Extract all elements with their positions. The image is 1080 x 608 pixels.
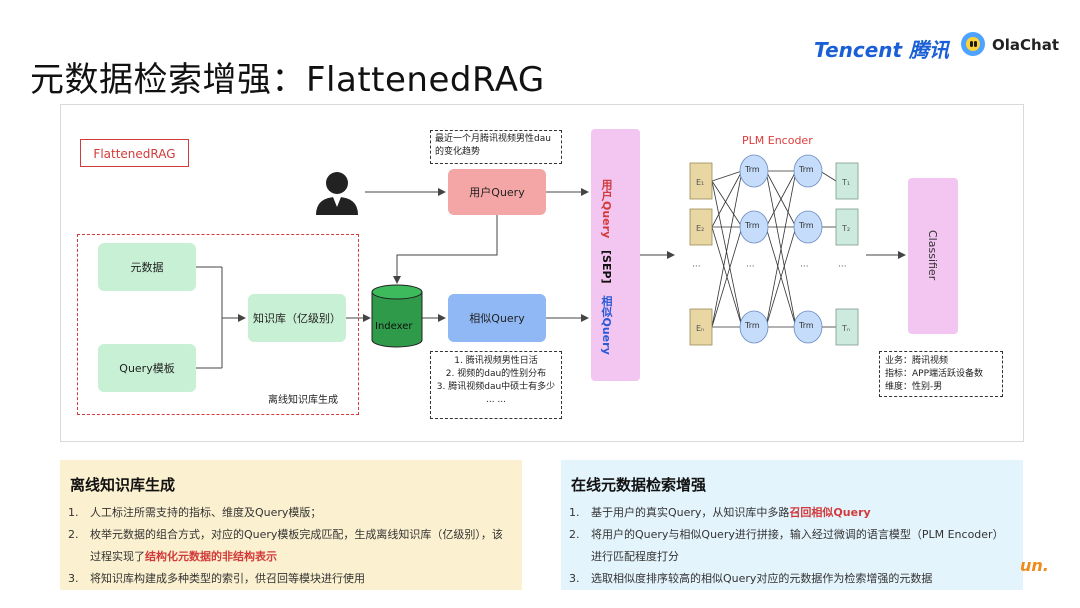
- concat-user-query: 用户Query: [600, 179, 613, 239]
- svg-text:T₁: T₁: [841, 178, 850, 187]
- watermark-corner: un.: [1020, 556, 1049, 575]
- trm-label: Trm: [799, 165, 814, 174]
- result-line: 维度：性别-男: [885, 382, 943, 392]
- offline-kb-panel: 离线知识库生成 1. 人工标注所需支持的指标、维度及Query模版； 2. 枚举…: [60, 460, 522, 590]
- olachat-logo-text: OlaChat: [992, 36, 1059, 54]
- result-line: 指标：APP端活跃设备数: [885, 369, 984, 379]
- ellipsis-marker: ···: [746, 262, 755, 272]
- plm-encoder-title: PLM Encoder: [742, 134, 813, 147]
- similar-query-list-note: 1. 腾讯视频男性日活 2. 视频的dau的性别分布 3. 腾讯视频dau中硕士…: [430, 351, 562, 419]
- classifier-node: Classifier: [908, 178, 958, 334]
- online-retrieval-panel: 在线元数据检索增强 1. 基于用户的真实Query，从知识库中多路召回相似Que…: [561, 460, 1023, 590]
- similar-query-item: 2. 视频的dau的性别分布: [445, 369, 547, 379]
- query-template-node: Query模板: [98, 344, 196, 392]
- tencent-logo: Tencent 腾讯: [814, 38, 950, 62]
- olachat-logo-icon: [961, 32, 985, 56]
- knowledge-base-node: 知识库（亿级别）: [248, 294, 346, 342]
- ellipsis-marker: ···: [838, 262, 847, 272]
- user-query-node: 用户Query: [448, 169, 546, 215]
- example-query-note: 最近一个月腾讯视频男性dau的变化趋势: [430, 130, 562, 164]
- trm-label: Trm: [799, 221, 814, 230]
- svg-text:Tₙ: Tₙ: [841, 324, 850, 333]
- svg-text:E₁: E₁: [696, 178, 704, 187]
- result-line: 业务：腾讯视频: [885, 356, 949, 366]
- offline-kb-heading: 离线知识库生成: [70, 476, 176, 494]
- list-item: 1. 人工标注所需支持的指标、维度及Query模版；: [68, 506, 322, 519]
- flattenedrag-tag: FlattenedRAG: [80, 139, 189, 167]
- concat-similar-query: 相似Query: [600, 295, 613, 355]
- list-item: 3. 将知识库构建成多种类型的索引，供召回等模块进行使用: [68, 572, 365, 585]
- online-retrieval-heading: 在线元数据检索增强: [571, 476, 707, 494]
- similar-query-item: ... ...: [485, 395, 507, 405]
- trm-label: Trm: [745, 221, 760, 230]
- similar-query-item: 3. 腾讯视频dau中硕士有多少: [436, 382, 556, 392]
- highlight-text: 结构化元数据的非结构表示: [145, 550, 277, 563]
- metadata-node: 元数据: [98, 243, 196, 291]
- svg-text:Eₙ: Eₙ: [696, 324, 704, 333]
- indexer-label: Indexer: [375, 321, 413, 332]
- page-title: 元数据检索增强：FlattenedRAG: [30, 60, 545, 100]
- indexer-cylinder: [371, 284, 423, 348]
- concat-sep: [SEP]: [600, 250, 613, 284]
- user-icon: [316, 172, 358, 215]
- ellipsis-marker: ···: [800, 262, 809, 272]
- trm-label: Trm: [745, 321, 760, 330]
- offline-kb-label: 离线知识库生成: [268, 395, 338, 406]
- ellipsis-marker: ···: [692, 262, 701, 272]
- list-item: 3. 选取相似度排序较高的相似Query对应的元数据作为检索增强的元数据: [569, 572, 933, 585]
- list-item: 1. 基于用户的真实Query，从知识库中多路召回相似Query: [569, 506, 871, 519]
- classifier-label: Classifier: [926, 230, 939, 281]
- offline-kb-region: [77, 234, 359, 415]
- trm-label: Trm: [799, 321, 814, 330]
- similar-query-item: 1. 腾讯视频男性日活: [454, 356, 538, 366]
- highlight-text: 召回相似Query: [789, 506, 871, 519]
- svg-text:T₂: T₂: [841, 224, 850, 233]
- svg-text:E₂: E₂: [696, 224, 704, 233]
- trm-label: Trm: [745, 165, 760, 174]
- similar-query-node: 相似Query: [448, 294, 546, 342]
- result-metadata-note: 业务：腾讯视频 指标：APP端活跃设备数 维度：性别-男: [879, 351, 1003, 397]
- list-item: 2. 枚举元数据的组合方式，对应的Query模板完成匹配，生成离线知识库（亿级别…: [68, 528, 503, 563]
- concat-input-box: 用户Query [SEP] 相似Query: [591, 129, 640, 381]
- list-item: 2. 将用户的Query与相似Query进行拼接，输入经过微调的语言模型（PLM…: [569, 528, 1004, 563]
